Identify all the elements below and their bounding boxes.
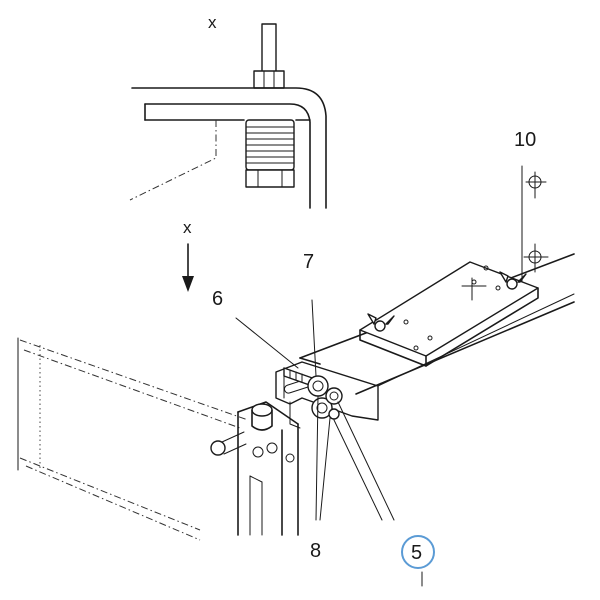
mounting-plate bbox=[359, 261, 539, 367]
detail-bracket-outer bbox=[131, 87, 327, 209]
callout-8-label: 8 bbox=[310, 540, 321, 562]
callout-5-highlight-circle bbox=[401, 535, 435, 569]
detail-view-x: x bbox=[129, 13, 327, 209]
callout-6-label: 6 bbox=[212, 288, 223, 310]
callout-10-label: 10 bbox=[514, 129, 536, 151]
callout-8: 8 bbox=[310, 395, 331, 562]
hinge-cylinder bbox=[251, 403, 273, 431]
callout-7: 7 bbox=[303, 251, 317, 377]
detail-hidden-line bbox=[129, 120, 217, 201]
callout-5-label: 5 bbox=[411, 542, 422, 564]
vertical-post bbox=[237, 401, 299, 536]
callout-5: 5 bbox=[333, 401, 435, 587]
wing-nut-left bbox=[367, 313, 395, 332]
callout-7-label: 7 bbox=[303, 251, 314, 273]
view-arrow-x: x bbox=[182, 218, 194, 292]
view-arrow-label: x bbox=[183, 218, 192, 237]
callout-10: 10 bbox=[514, 129, 549, 283]
detail-spring-stack bbox=[245, 119, 295, 171]
callout-6: 6 bbox=[212, 288, 299, 369]
left-frame-outline bbox=[17, 337, 249, 541]
view-arrow-head bbox=[182, 276, 194, 292]
centerline-mark-lower bbox=[523, 243, 549, 273]
detail-bolt-shank bbox=[261, 23, 277, 73]
centerline-mark-upper bbox=[525, 171, 547, 199]
detail-bottom-nut bbox=[245, 169, 295, 188]
wing-nut-right bbox=[499, 271, 527, 290]
detail-bracket-inner bbox=[144, 103, 311, 209]
side-knob bbox=[210, 431, 247, 456]
detail-top-nut bbox=[253, 70, 285, 89]
detail-view-label: x bbox=[208, 13, 217, 32]
